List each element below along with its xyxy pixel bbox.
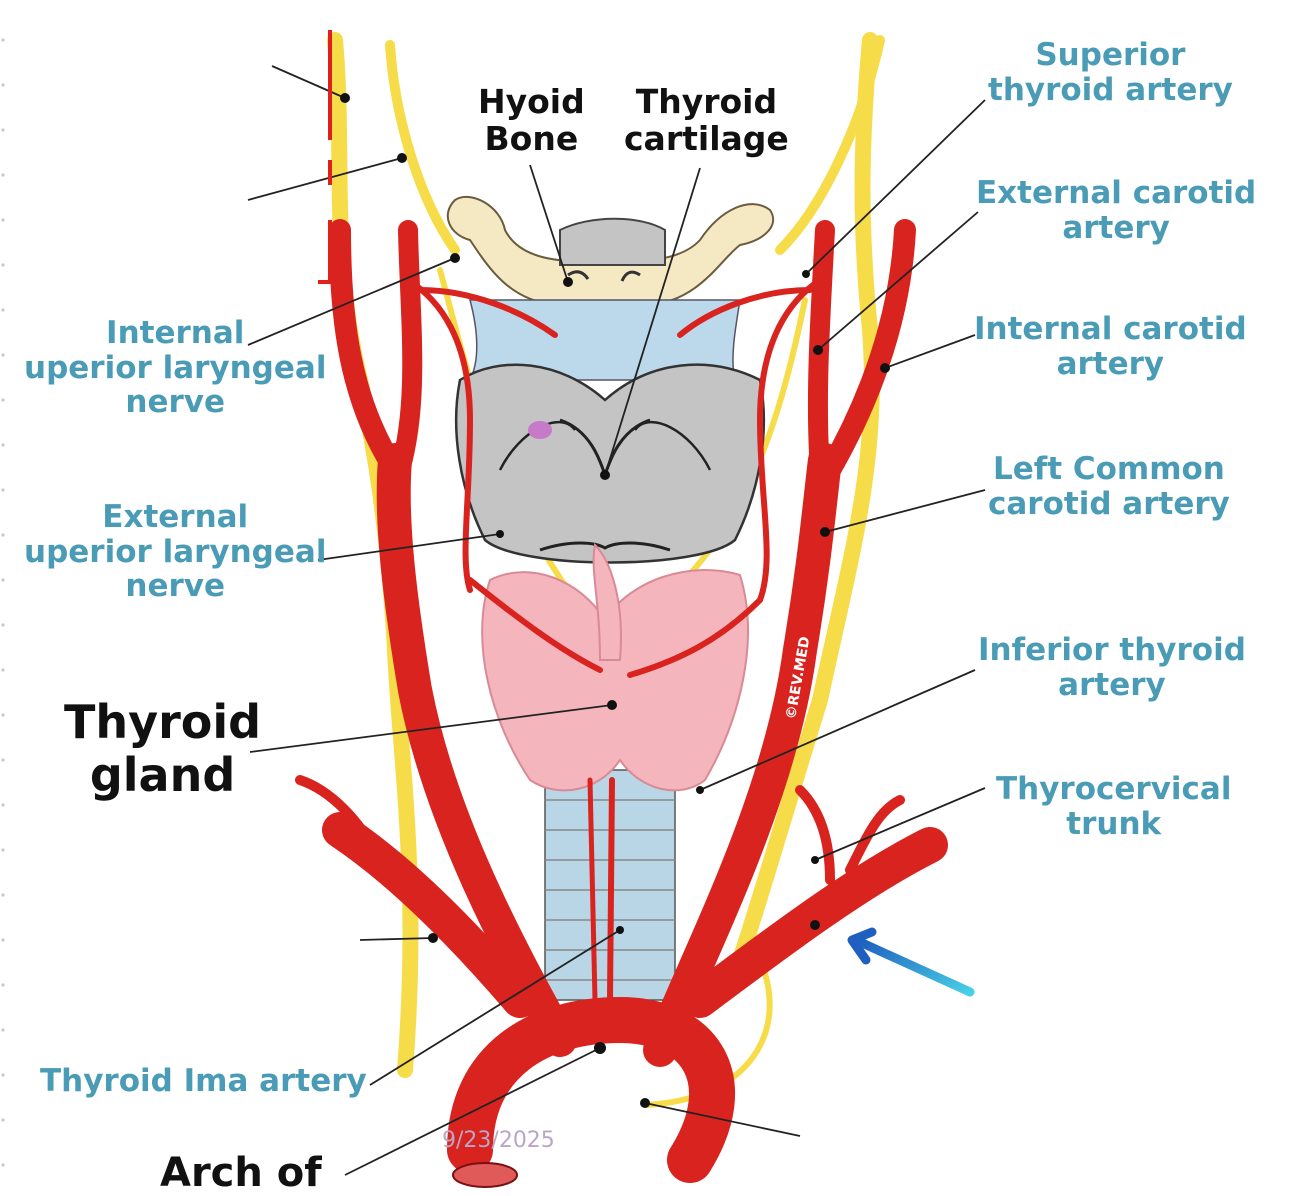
- pyramidal-lobe: [592, 542, 622, 661]
- slide-date: 9/23/2025: [442, 1128, 555, 1153]
- leader-dots: [340, 93, 890, 1108]
- epiglottis: [559, 217, 666, 266]
- red-dashed-marker: [318, 30, 332, 284]
- thyroid-cartilage: [454, 363, 766, 564]
- arteries: [295, 219, 948, 1183]
- leader-lines: [247, 65, 986, 1176]
- label-thyroid-ima-artery: Thyroid Ima artery: [40, 1063, 367, 1099]
- blue-arrow-icon: [847, 927, 975, 997]
- vessel-opening: [452, 1162, 518, 1188]
- slide-edge-dots: [1, 38, 5, 1167]
- hyoid-bone: [446, 195, 775, 306]
- label-arch-of: Arch of: [160, 1150, 322, 1196]
- cartilage-nodule: [528, 421, 552, 439]
